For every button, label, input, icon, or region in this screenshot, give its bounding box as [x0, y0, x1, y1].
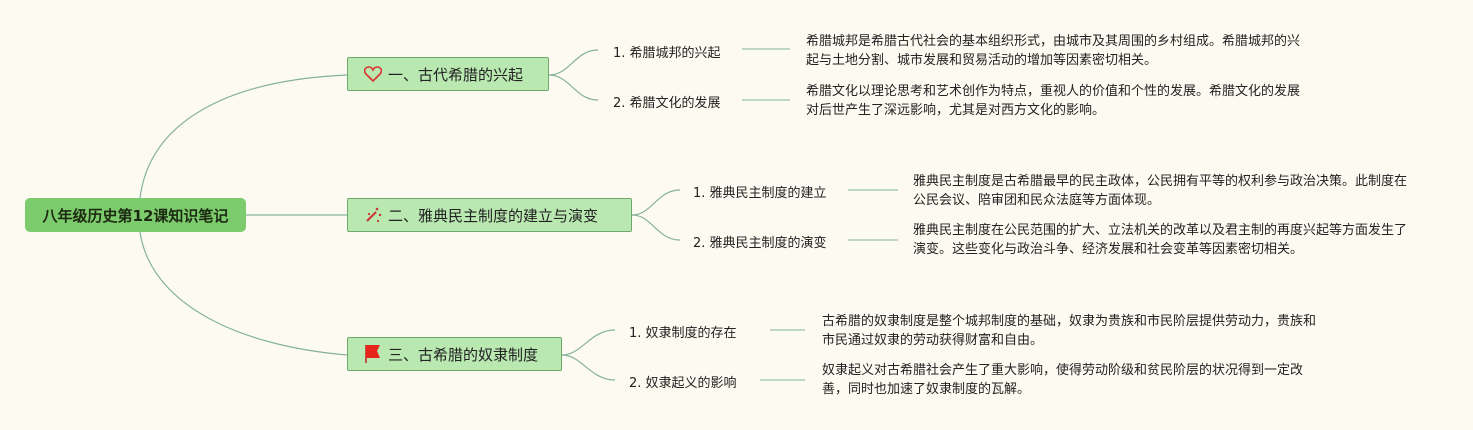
subtopic[interactable]: 1. 奴隶制度的存在	[629, 326, 737, 341]
subtopic[interactable]: 2. 希腊文化的发展	[613, 96, 721, 111]
root-topic[interactable]: 八年级历史第12课知识笔记	[25, 198, 246, 232]
subtopic[interactable]: 1. 雅典民主制度的建立	[693, 186, 827, 201]
branch-label: 一、古代希腊的兴起	[388, 65, 524, 84]
subtopic-note: 雅典民主制度是古希腊最早的民主政体，公民拥有平等的权利参与政治决策。此制度在公民…	[913, 174, 1408, 208]
magic-wand-icon	[364, 206, 384, 224]
branch-label: 三、古希腊的奴隶制度	[388, 345, 539, 364]
subtopic[interactable]: 1. 希腊城邦的兴起	[613, 46, 721, 61]
subtopic-note: 古希腊的奴隶制度是整个城邦制度的基础，奴隶为贵族和市民阶层提供劳动力，贵族和市民…	[822, 314, 1317, 348]
subtopic[interactable]: 2. 奴隶起义的影响	[629, 376, 737, 391]
subtopic[interactable]: 2. 雅典民主制度的演变	[693, 236, 827, 251]
branch-ancient-greece-rise[interactable]: 一、古代希腊的兴起	[347, 57, 549, 91]
branch-athens-democracy[interactable]: 二、雅典民主制度的建立与演变	[347, 198, 632, 232]
subtopic-note: 雅典民主制度在公民范围的扩大、立法机关的改革以及君主制的再度兴起等方面发生了演变…	[913, 223, 1408, 257]
subtopic-note: 希腊文化以理论思考和艺术创作为特点，重视人的价值和个性的发展。希腊文化的发展对后…	[806, 84, 1301, 118]
flag-icon	[364, 344, 384, 364]
branch-slavery[interactable]: 三、古希腊的奴隶制度	[347, 337, 562, 371]
branch-label: 二、雅典民主制度的建立与演变	[388, 206, 599, 225]
subtopic-note: 希腊城邦是希腊古代社会的基本组织形式，由城市及其周围的乡村组成。希腊城邦的兴起与…	[806, 34, 1301, 68]
subtopic-note: 奴隶起义对古希腊社会产生了重大影响，使得劳动阶级和贫民阶层的状况得到一定改善，同…	[822, 363, 1304, 397]
heart-icon	[364, 66, 384, 82]
